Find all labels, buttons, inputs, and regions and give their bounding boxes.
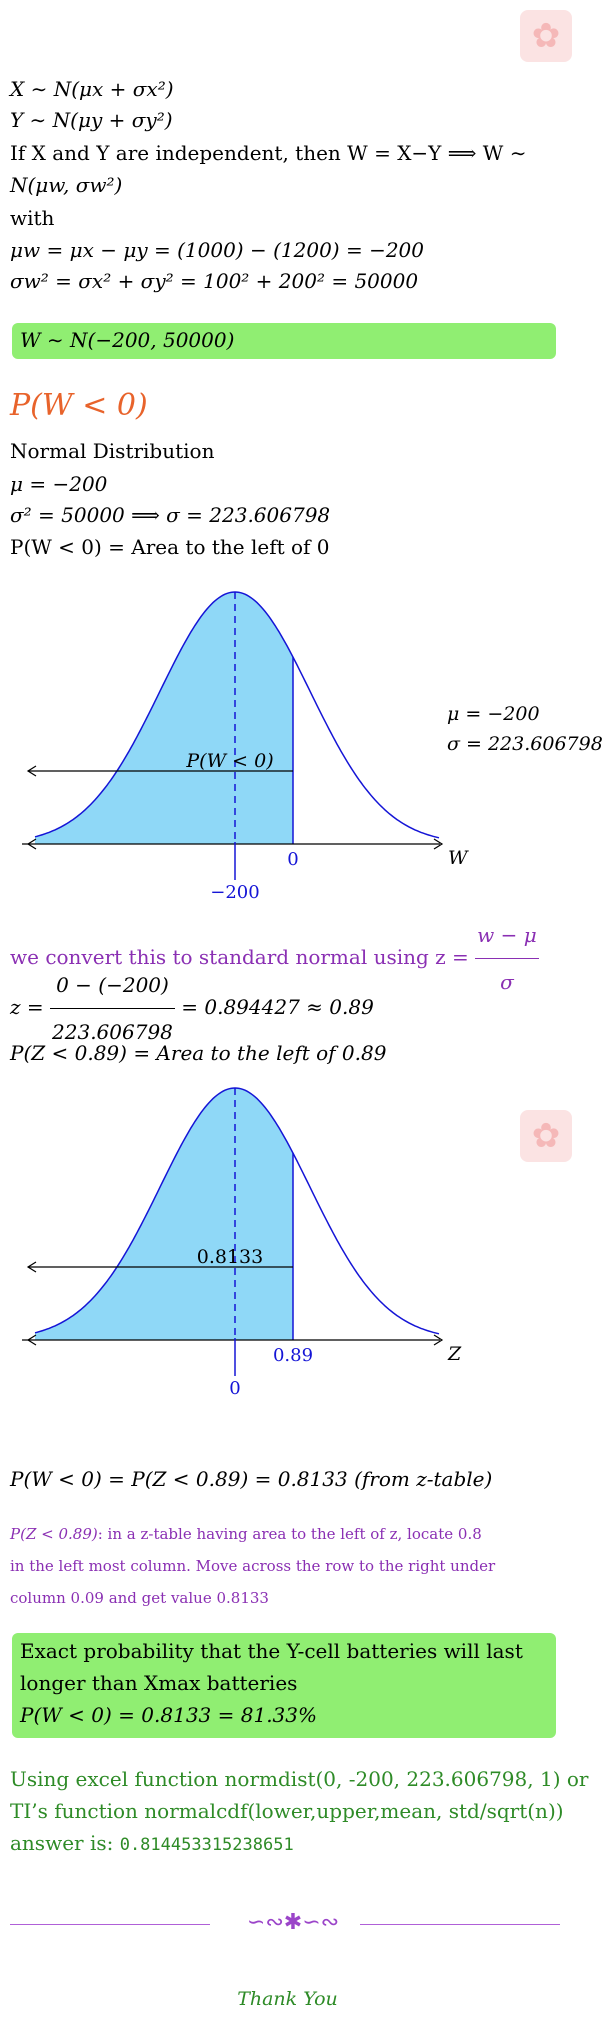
z-formula: w − μ σ bbox=[475, 912, 539, 1005]
shaded-area bbox=[35, 1088, 293, 1340]
independence-statement: If X and Y are independent, then W = X−Y… bbox=[10, 141, 527, 165]
z-calc-fraction: 0 − (−200) 223.606798 bbox=[50, 962, 175, 1055]
standard-normal-figure: 0.8133 0.89 0 Z bbox=[22, 1087, 462, 1399]
section-title: P(W < 0) bbox=[10, 388, 148, 423]
tick-label-mean: −200 bbox=[210, 882, 259, 903]
probability-result: P(W < 0) = P(Z < 0.89) = 0.8133 (from z-… bbox=[10, 1467, 493, 1491]
tick-label-mean: 0 bbox=[229, 1378, 240, 1399]
z-area-statement: P(Z < 0.89) = Area to the left of 0.89 bbox=[10, 1041, 387, 1065]
mu-value: μ = −200 bbox=[10, 472, 108, 496]
divider-left bbox=[10, 1924, 210, 1925]
divider-right bbox=[360, 1924, 560, 1925]
watermark-logo: ✿ bbox=[520, 1110, 572, 1162]
convert-statement: we convert this to standard normal using… bbox=[10, 912, 539, 1005]
x-distribution: X ∼ N(μx + σx²) bbox=[10, 77, 174, 101]
normal-curve bbox=[34, 1087, 440, 1335]
area-statement: P(W < 0) = Area to the left of 0 bbox=[10, 535, 330, 559]
answer-value: 0.814453315238651 bbox=[119, 1835, 294, 1855]
thank-you: Thank You bbox=[237, 1988, 338, 2010]
explain-line-2: in the left most column. Move across the… bbox=[10, 1557, 496, 1575]
x-axis-arrow-left bbox=[26, 1334, 37, 1346]
normal-title: Normal Distribution bbox=[10, 439, 215, 463]
sigma-annotation: σ = 223.606798 bbox=[447, 733, 603, 755]
x-axis-arrow bbox=[433, 1334, 444, 1346]
ornament-icon: ∽∾✱∽∾ bbox=[246, 1910, 340, 1935]
z-calc-result: = 0.894427 ≈ 0.89 bbox=[174, 995, 374, 1019]
sigma-w-calc: σw² = σx² + σy² = 100² + 200² = 50000 bbox=[10, 269, 419, 293]
convert-text: we convert this to standard normal using… bbox=[10, 945, 476, 969]
normal-curve bbox=[34, 591, 440, 839]
conclusion-line-1: Exact probability that the Y-cell batter… bbox=[20, 1639, 523, 1663]
mu-annotation: μ = −200 bbox=[447, 703, 540, 725]
tick-label-089: 0.89 bbox=[273, 1345, 313, 1366]
shaded-area bbox=[35, 592, 293, 844]
y-distribution: Y ∼ N(μy + σy²) bbox=[10, 108, 173, 132]
z-calc-denominator: 223.606798 bbox=[52, 1020, 173, 1044]
z-formula-numerator: w − μ bbox=[475, 912, 539, 959]
explain-line-3: column 0.09 and get value 0.8133 bbox=[10, 1589, 269, 1607]
watermark-logo: ✿ bbox=[520, 10, 572, 62]
normal-curve-figure: P(W < 0) 0 −200 W μ = −200 σ = 223.60679… bbox=[22, 591, 603, 903]
sigma-value: σ² = 50000 ⟹ σ = 223.606798 bbox=[10, 503, 331, 527]
explain-line-1: P(Z < 0.89): in a z-table having area to… bbox=[10, 1518, 482, 1550]
excel-line-2: TI’s function normalcdf(lower,upper,mean… bbox=[10, 1799, 564, 1823]
shaded-area-label: P(W < 0) bbox=[185, 750, 273, 772]
axis-label-z: Z bbox=[447, 1343, 462, 1365]
tick-label-0: 0 bbox=[287, 849, 298, 870]
w-distribution: N(μw, σw²) bbox=[10, 173, 123, 197]
explain-math: P(Z < 0.89) bbox=[10, 1525, 98, 1543]
answer-label: answer is: bbox=[10, 1831, 120, 1855]
x-axis-arrow bbox=[433, 838, 444, 850]
w-result: W ∼ N(−200, 50000) bbox=[20, 328, 235, 352]
mu-w-calc: μw = μx − μy = (1000) − (1200) = −200 bbox=[10, 238, 424, 262]
axis-label-w: W bbox=[448, 847, 469, 869]
conclusion-box: Exact probability that the Y-cell batter… bbox=[12, 1633, 556, 1738]
flower-icon: ✿ bbox=[531, 16, 561, 56]
with-label: with bbox=[10, 206, 55, 230]
shaded-area-value: 0.8133 bbox=[197, 1246, 263, 1268]
z-formula-denominator: σ bbox=[500, 970, 514, 994]
z-calculation: z = 0 − (−200) 223.606798 = 0.894427 ≈ 0.… bbox=[10, 962, 374, 1055]
conclusion-line-2: longer than Xmax batteries bbox=[20, 1671, 298, 1695]
area-pointer-arrow bbox=[26, 765, 37, 777]
w-result-box: W ∼ N(−200, 50000) bbox=[12, 323, 556, 359]
explain-text: : in a z-table having area to the left o… bbox=[97, 1525, 482, 1543]
area-pointer-arrow bbox=[26, 1261, 37, 1273]
excel-line-3: answer is: 0.814453315238651 bbox=[10, 1830, 294, 1858]
z-calc-prefix: z = bbox=[10, 995, 51, 1019]
x-axis-arrow-left bbox=[26, 838, 37, 850]
z-calc-numerator: 0 − (−200) bbox=[50, 962, 175, 1009]
excel-line-1: Using excel function normdist(0, -200, 2… bbox=[10, 1767, 589, 1791]
conclusion-line-3: P(W < 0) = 0.8133 = 81.33% bbox=[20, 1703, 318, 1727]
flower-icon: ✿ bbox=[531, 1116, 561, 1156]
